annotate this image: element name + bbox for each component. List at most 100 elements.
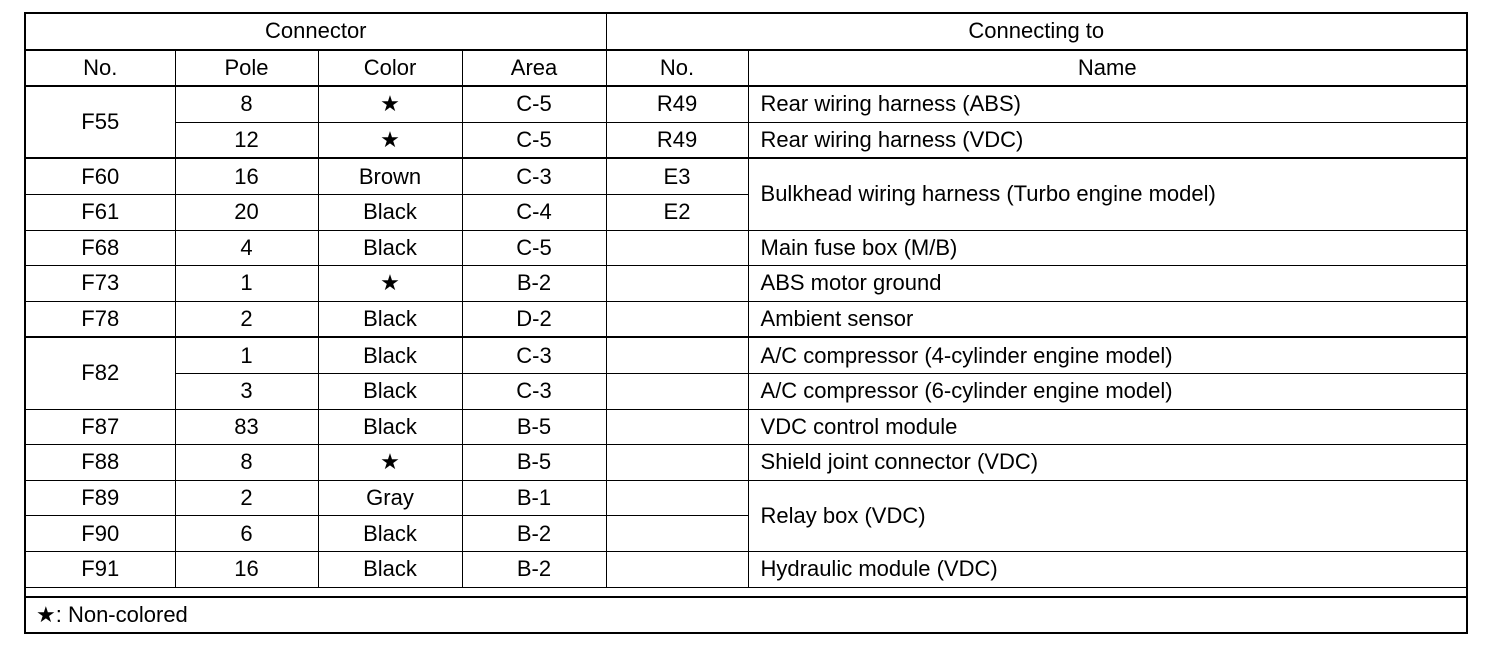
cell-color: Black <box>317 300 463 338</box>
cell-pole: 2 <box>174 300 319 338</box>
column-header-name: Name <box>747 49 1466 87</box>
cell-to-no: E3 <box>605 157 749 195</box>
cell-area: C-4 <box>461 193 607 231</box>
table-row: F73 1 ★ B-2 ABS motor ground <box>26 265 1466 302</box>
cell-no: F82 <box>26 336 176 410</box>
cell-no: F60 <box>26 157 176 195</box>
cell-pole: 20 <box>174 193 319 231</box>
table-row: F89 2 Gray B-1 Relay box (VDC) <box>26 479 1466 552</box>
cell-no: F61 <box>26 193 176 231</box>
cell-to-no <box>605 444 749 481</box>
footnote: ★: Non-colored <box>26 596 1466 632</box>
cell-no: F91 <box>26 550 176 588</box>
table-row: 3 Black C-3 A/C compressor (6-cylinder e… <box>26 372 1466 410</box>
cell-area: D-2 <box>461 300 607 338</box>
cell-name: Ambient sensor <box>747 300 1466 338</box>
cell-no: F90 <box>26 515 176 552</box>
cell-name: Shield joint connector (VDC) <box>747 444 1466 481</box>
cell-name: Rear wiring harness (VDC) <box>747 121 1466 159</box>
cell-pole: 3 <box>175 372 319 410</box>
cell-area: B-2 <box>461 515 607 552</box>
cell-pole: 8 <box>174 85 319 123</box>
table-row: F61 20 Black C-4 E2 <box>26 193 1466 231</box>
cell-color: Brown <box>317 157 463 195</box>
cell-name: Rear wiring harness (ABS) <box>747 85 1466 123</box>
cell-area: C-5 <box>461 85 607 123</box>
header-connector: Connector <box>26 14 607 51</box>
cell-name: ABS motor ground <box>747 265 1466 302</box>
cell-name: VDC control module <box>747 408 1466 446</box>
cell-no: F73 <box>26 265 176 302</box>
cell-color: Black <box>317 372 463 410</box>
table-row: F60 16 Brown C-3 E3 Bulkhead wiring harn… <box>26 157 1466 231</box>
cell-pole: 8 <box>174 444 319 481</box>
cell-pole: 83 <box>174 408 319 446</box>
cell-color: ★ <box>317 444 463 481</box>
cell-color: Black <box>317 515 463 552</box>
cell-area: C-3 <box>461 157 607 195</box>
cell-no: F87 <box>26 408 176 446</box>
cell-color: ★ <box>317 121 463 159</box>
cell-color: Black <box>317 193 463 231</box>
cell-color: Black <box>317 550 463 588</box>
cell-to-no <box>605 372 749 410</box>
cell-no: F68 <box>26 229 176 267</box>
connector-table-sheet: Connector Connecting to No. Pole Color A… <box>24 12 1468 634</box>
cell-to-no <box>605 408 749 446</box>
table-row: F88 8 ★ B-5 Shield joint connector (VDC) <box>26 444 1466 481</box>
cell-pole: 16 <box>174 550 319 588</box>
column-header-pole: Pole <box>174 49 319 87</box>
table-row: 12 ★ C-5 R49 Rear wiring harness (VDC) <box>26 121 1466 159</box>
cell-name: A/C compressor (4-cylinder engine model) <box>747 336 1466 374</box>
connector-table: Connector Connecting to No. Pole Color A… <box>26 14 1466 588</box>
cell-name: Hydraulic module (VDC) <box>747 550 1466 588</box>
cell-to-no <box>605 229 749 267</box>
column-header-no: No. <box>26 49 176 87</box>
cell-to-no <box>605 550 749 588</box>
cell-area: C-5 <box>461 121 607 159</box>
cell-name: Bulkhead wiring harness (Turbo engine mo… <box>747 157 1466 231</box>
cell-color: Black <box>317 336 463 374</box>
cell-pole: 12 <box>175 121 319 159</box>
cell-color: Black <box>317 408 463 446</box>
cell-pole: 2 <box>174 479 319 517</box>
cell-to-no: E2 <box>605 193 749 231</box>
header-connecting-to: Connecting to <box>605 14 1466 51</box>
cell-color: ★ <box>317 85 463 123</box>
cell-area: C-5 <box>461 229 607 267</box>
table-row: F68 4 Black C-5 Main fuse box (M/B) <box>26 229 1466 267</box>
cell-to-no <box>605 515 749 552</box>
column-header-area: Area <box>461 49 607 87</box>
cell-area: B-2 <box>461 265 607 302</box>
table-row: F82 1 Black C-3 A/C compressor (4-cylind… <box>26 336 1466 410</box>
cell-no: F55 <box>26 85 176 159</box>
cell-name: A/C compressor (6-cylinder engine model) <box>747 372 1466 410</box>
cell-area: B-5 <box>461 444 607 481</box>
cell-area: C-3 <box>461 372 607 410</box>
cell-area: B-1 <box>461 479 607 517</box>
column-header-color: Color <box>317 49 463 87</box>
table-row: F55 8 ★ C-5 R49 Rear wiring harness (ABS… <box>26 85 1466 159</box>
cell-to-no: R49 <box>605 121 749 159</box>
cell-color: ★ <box>317 265 463 302</box>
cell-pole: 6 <box>174 515 319 552</box>
cell-to-no: R49 <box>605 85 749 123</box>
cell-no: F89 <box>26 479 176 517</box>
cell-pole: 1 <box>174 265 319 302</box>
table-row: F78 2 Black D-2 Ambient sensor <box>26 300 1466 338</box>
cell-to-no <box>605 479 749 517</box>
cell-color: Gray <box>317 479 463 517</box>
table-row: F87 83 Black B-5 VDC control module <box>26 408 1466 446</box>
cell-pole: 1 <box>174 336 319 374</box>
cell-name: Main fuse box (M/B) <box>747 229 1466 267</box>
cell-area: C-3 <box>461 336 607 374</box>
table-row: F90 6 Black B-2 <box>26 515 1466 552</box>
cell-color: Black <box>317 229 463 267</box>
column-header-to-no: No. <box>605 49 749 87</box>
cell-area: B-5 <box>461 408 607 446</box>
cell-pole: 16 <box>174 157 319 195</box>
cell-pole: 4 <box>174 229 319 267</box>
cell-area: B-2 <box>461 550 607 588</box>
cell-name: Relay box (VDC) <box>747 479 1466 552</box>
cell-to-no <box>605 265 749 302</box>
